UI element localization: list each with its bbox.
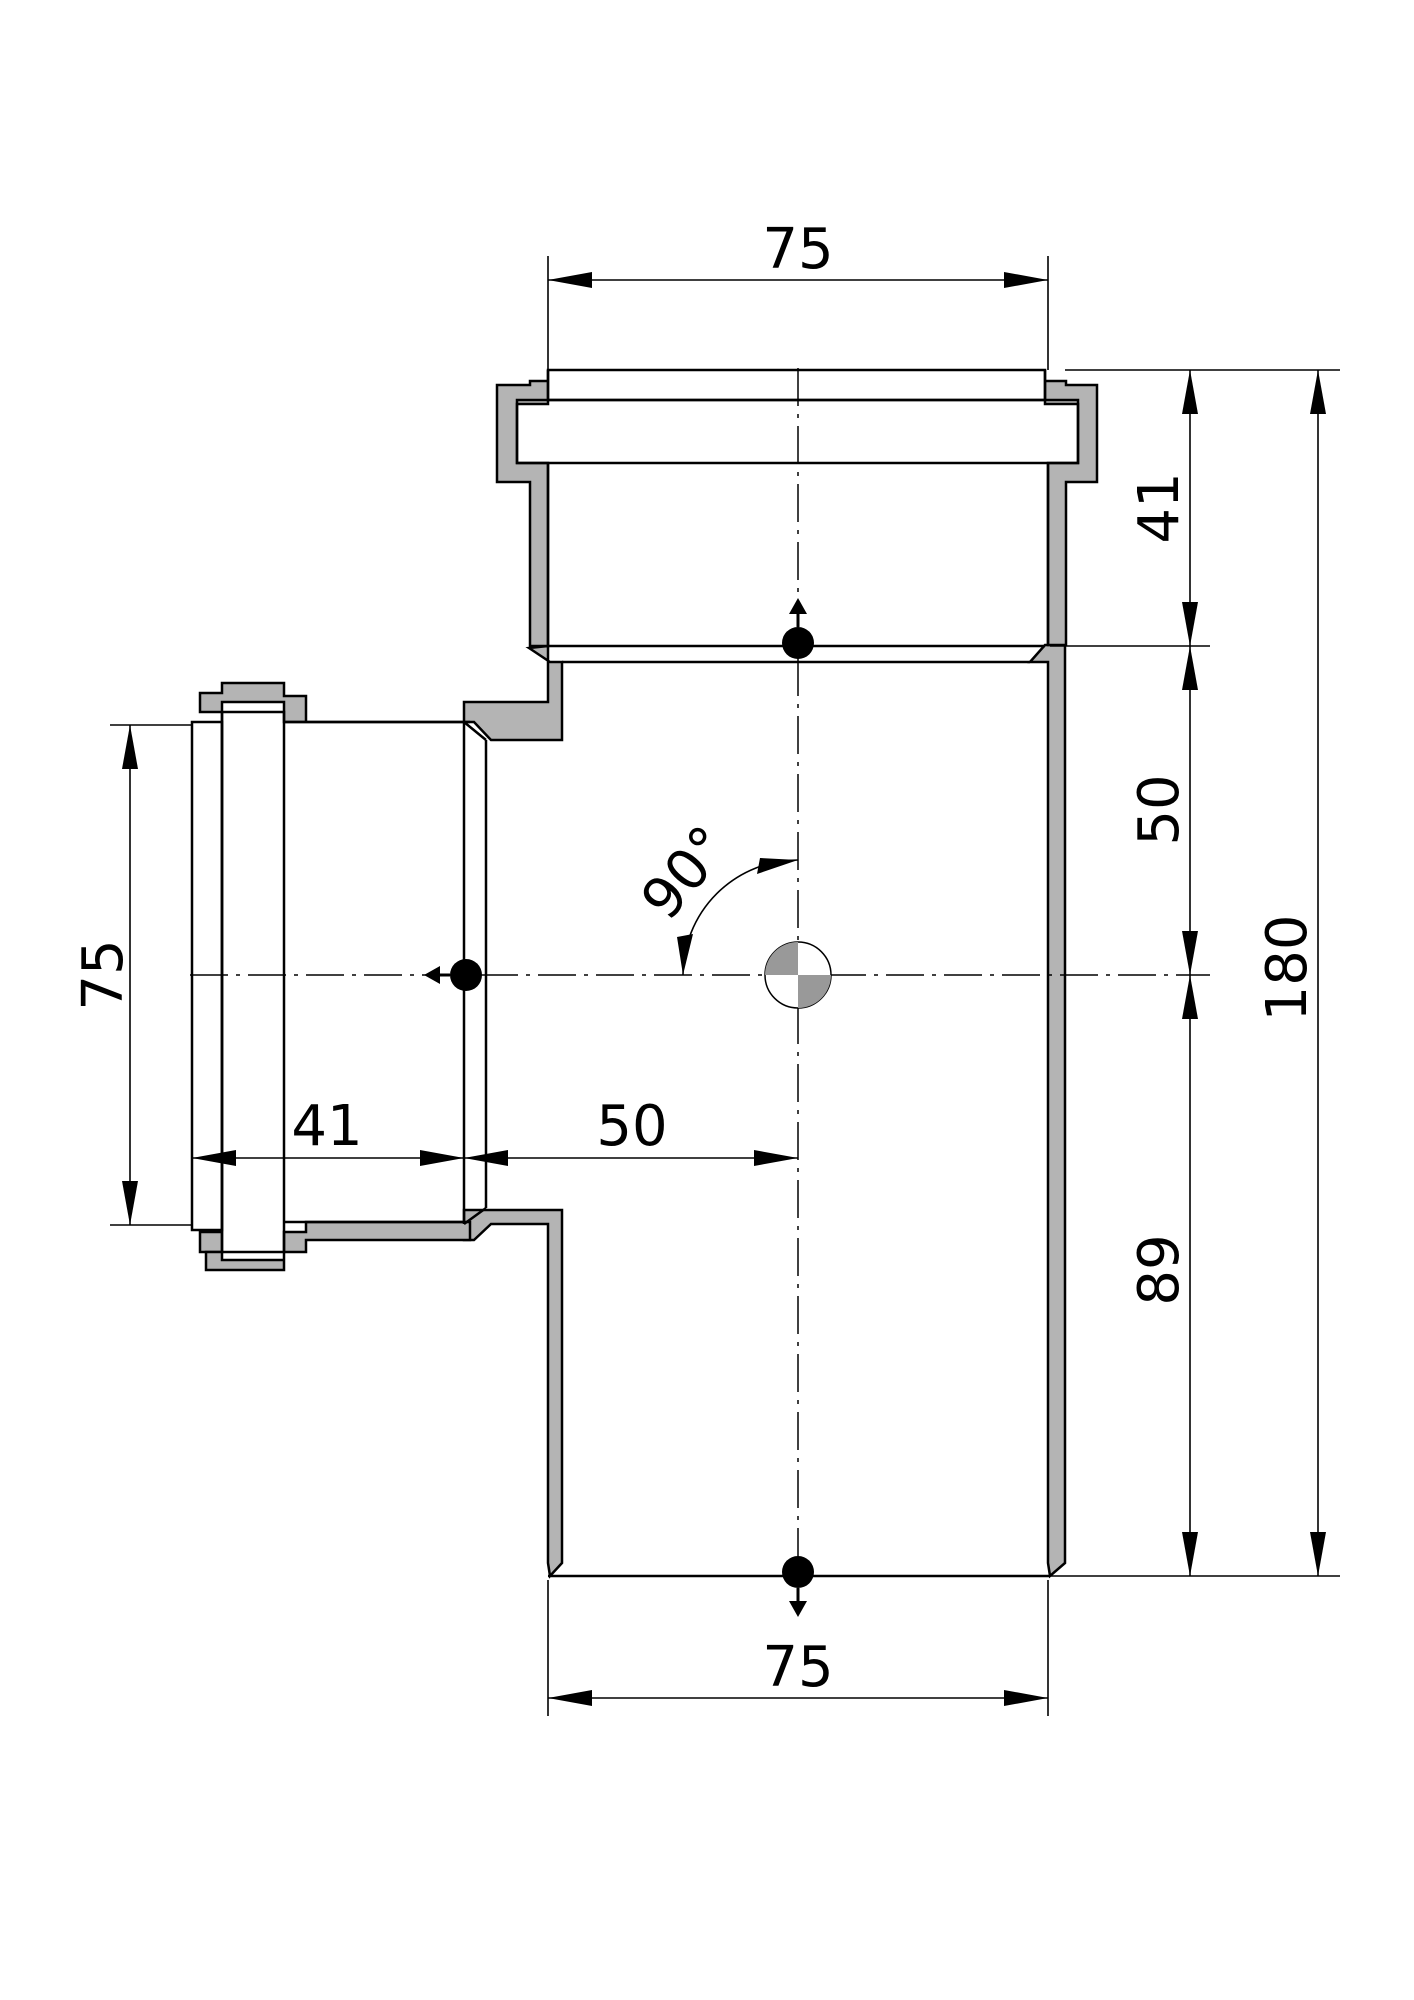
dim-text-center-to-socket: 50	[1127, 774, 1192, 845]
dim-text-top-width: 75	[762, 217, 833, 282]
center-mark-icon	[764, 941, 832, 1009]
main-pipe-left-wall	[462, 644, 564, 1579]
dim-overall-length	[1310, 370, 1326, 1576]
flow-arrow-top-icon	[782, 598, 814, 659]
angle-arc	[677, 858, 799, 976]
flow-arrow-bottom-icon	[782, 1556, 814, 1617]
dim-branch-horizontal	[192, 1150, 798, 1166]
dim-bottom-width	[547, 1580, 1049, 1716]
dim-text-branch-socket-depth: 41	[291, 1094, 362, 1159]
dim-branch-diameter	[110, 724, 192, 1226]
dim-text-center-to-bottom: 89	[1127, 1234, 1192, 1305]
dim-top-width	[547, 256, 1049, 370]
dim-text-socket-depth: 41	[1127, 472, 1192, 543]
dim-text-overall-length: 180	[1255, 915, 1320, 1022]
dim-right-chain	[1050, 369, 1340, 1577]
flow-arrow-branch-icon	[424, 959, 482, 991]
dim-text-branch-offset: 50	[596, 1094, 667, 1159]
dim-text-bottom-width: 75	[762, 1635, 833, 1700]
dim-text-angle: 90°	[629, 814, 743, 932]
main-pipe-right-wall	[1027, 643, 1067, 1579]
dim-text-branch-diameter: 75	[71, 939, 136, 1010]
